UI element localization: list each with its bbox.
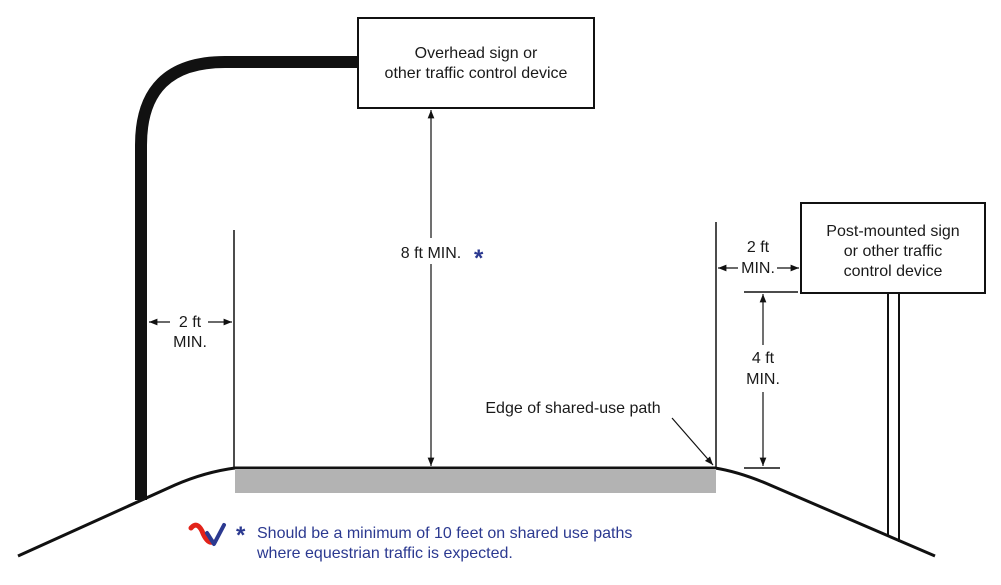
left-offset-label-1: 2 ft: [179, 314, 202, 331]
right-offset-label-2: MIN.: [741, 260, 775, 277]
footnote-line-1: Should be a minimum of 10 feet on shared…: [257, 525, 632, 542]
right-offset-label-1: 2 ft: [747, 239, 770, 256]
post-sign-box: [800, 202, 986, 294]
edge-leader-line: [671, 417, 714, 466]
path-surface: [235, 469, 716, 493]
overhead-sign-label-2: other traffic control device: [385, 65, 568, 82]
post-sign-label-2: or other traffic: [844, 243, 942, 260]
overhead-sign-label-1: Overhead sign or: [415, 45, 538, 62]
height-label-1: 4 ft: [752, 350, 775, 367]
overhead-support-post: [135, 56, 358, 500]
vertical-clearance-asterisk: *: [474, 245, 484, 272]
overhead-sign-box: [357, 17, 595, 109]
footnote-asterisk: *: [236, 522, 246, 549]
post-sign-label-3: control device: [844, 263, 943, 280]
height-label-2: MIN.: [746, 371, 780, 388]
vertical-clearance-label: 8 ft MIN.: [401, 245, 461, 262]
footnote-line-2: where equestrian traffic is expected.: [256, 545, 513, 562]
mutcd-logo-icon: [188, 522, 226, 546]
edge-label: Edge of shared-use path: [485, 400, 660, 417]
ground-profile: [17, 466, 936, 558]
post-sign-label-1: Post-mounted sign: [826, 223, 959, 240]
left-offset-label-2: MIN.: [173, 334, 207, 351]
